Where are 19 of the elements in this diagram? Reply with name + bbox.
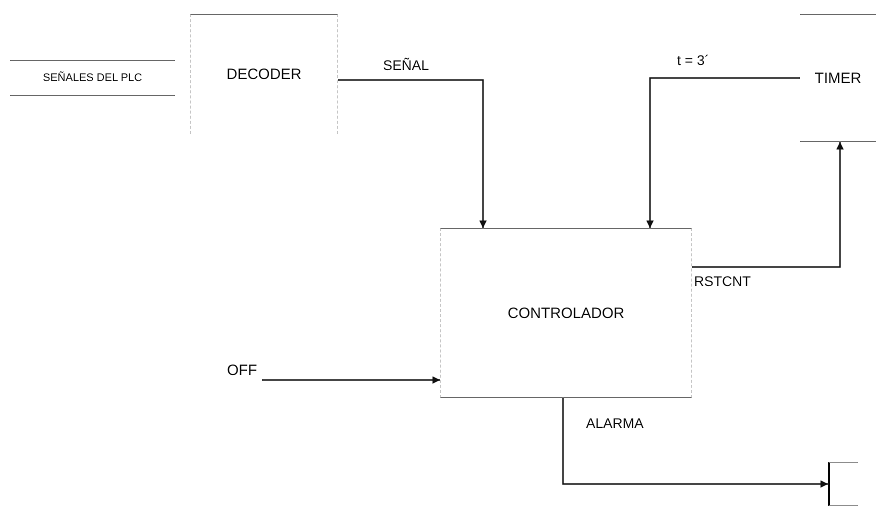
- arrow: [646, 77, 800, 228]
- controller-box: [440, 228, 692, 398]
- edge-label: RSTCNT: [693, 273, 752, 289]
- node-label: DECODER: [226, 66, 302, 83]
- input-box: [10, 60, 175, 96]
- node-label: TIMER: [814, 70, 862, 86]
- output-box: [828, 462, 858, 506]
- arrow: [692, 142, 844, 268]
- node-label: OFF: [227, 362, 257, 378]
- edge-label: t = 3´: [676, 52, 710, 68]
- edge-label: ALARMA: [585, 415, 645, 431]
- edge-label: SEÑAL: [382, 57, 430, 73]
- arrow: [262, 376, 440, 384]
- arrow: [562, 398, 828, 488]
- node-label: CONTROLADOR: [508, 304, 624, 322]
- node-label: SEÑALES DEL PLC: [42, 72, 142, 84]
- decoder-box: [190, 14, 338, 134]
- timer-box: [800, 14, 876, 142]
- arrow: [338, 79, 487, 228]
